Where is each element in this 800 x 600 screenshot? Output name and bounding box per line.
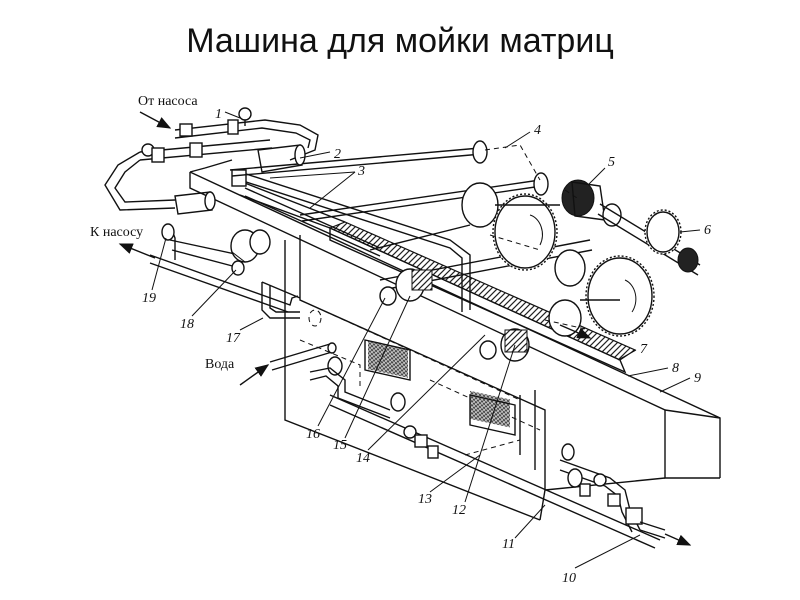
filter-mesh-left: [368, 341, 408, 378]
callout-13: 13: [418, 492, 432, 507]
label-to-pump: К насосу: [90, 225, 143, 240]
label-water: Вода: [205, 357, 235, 372]
filter-frame-left: [364, 339, 411, 381]
callout-15: 15: [333, 438, 347, 453]
callout-11: 11: [502, 537, 515, 552]
label-from-pump: От насоса: [138, 94, 198, 109]
inlet-piping: [104, 107, 319, 215]
callout-12: 12: [452, 503, 466, 518]
callout-19: 19: [142, 291, 156, 306]
tank-body: [189, 159, 721, 521]
leader-lines: [151, 111, 701, 569]
callout-18: 18: [180, 317, 194, 332]
callout-4: 4: [534, 123, 541, 138]
callout-8: 8: [672, 361, 679, 376]
spray-bars: [231, 169, 471, 312]
filter-frame-right: [469, 394, 516, 436]
callout-1: 1: [215, 107, 222, 122]
drive-assembly: [229, 140, 701, 337]
callout-9: 9: [694, 371, 701, 386]
outlet-piping: [118, 223, 322, 327]
callout-10: 10: [562, 571, 576, 586]
callout-16: 16: [306, 427, 320, 442]
callout-7: 7: [640, 342, 648, 357]
callout-14: 14: [356, 451, 370, 466]
drain-piping: [329, 390, 692, 549]
callout-5: 5: [608, 155, 615, 170]
callout-2: 2: [334, 147, 341, 162]
belt-rollers: [379, 268, 530, 362]
water-inlet: [239, 342, 406, 419]
page-title: Машина для мойки матриц: [186, 22, 614, 60]
filter-mesh-right: [470, 390, 510, 428]
callout-3: 3: [357, 164, 365, 179]
belt-direction-arrow: [559, 324, 592, 339]
callout-17: 17: [226, 331, 241, 346]
callout-6: 6: [704, 223, 711, 238]
